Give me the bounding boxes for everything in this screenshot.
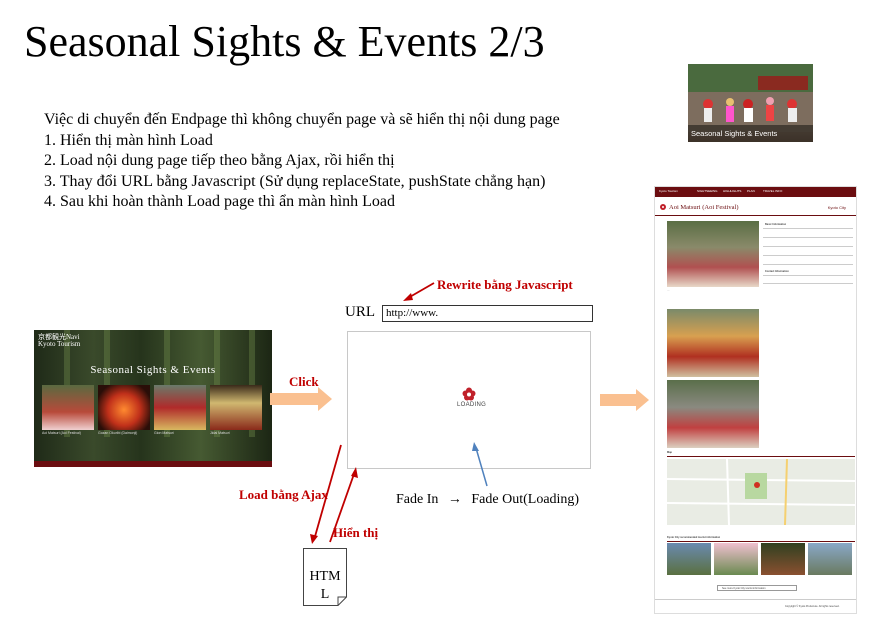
kyoto-hero-screenshot[interactable]: 京都観光Navi Kyoto Tourism Seasonal Sights &… <box>34 330 272 467</box>
loading-screen: LOADING <box>347 331 591 469</box>
hero-card-image[interactable] <box>154 385 206 430</box>
recommended-card[interactable] <box>714 543 758 575</box>
endpage-map[interactable] <box>666 458 856 526</box>
endpage-copyright: Copyright © Kyoto Prefecture. All rights… <box>785 605 840 608</box>
ajax-arrows <box>310 444 358 544</box>
flower-logo-icon <box>660 204 666 210</box>
click-label: Click <box>289 374 319 389</box>
endpage-title: Aoi Matsuri (Aoi Festival) <box>669 204 739 211</box>
orange-arrow-right <box>600 389 649 411</box>
html-document: HTM L <box>303 548 347 606</box>
description-line: Việc di chuyển đến Endpage thì không chu… <box>44 111 560 128</box>
document-icon <box>303 548 347 606</box>
description-line: 1. Hiển thị màn hình Load <box>44 131 213 149</box>
recommended-card[interactable] <box>667 543 711 575</box>
map-heading: Map <box>667 451 672 454</box>
info-heading: Basic Information <box>765 223 787 226</box>
recommended-heading: Kyoto City recommended tourist informati… <box>667 536 721 539</box>
endpage-photo <box>667 380 759 448</box>
page-title: Seasonal Sights & Events 2/3 <box>24 17 545 66</box>
thumbnail-caption: Seasonal Sights & Events <box>688 125 813 142</box>
rewrite-label: Rewrite bằng Javascript <box>437 277 573 292</box>
endpage-city: Kyoto City <box>827 205 846 210</box>
hero-logo: 京都観光Navi Kyoto Tourism <box>38 333 81 348</box>
fade-arrow <box>472 442 488 487</box>
endpage-photo <box>667 221 759 287</box>
hero-card-image[interactable] <box>210 385 262 430</box>
load-ajax-label: Load bằng Ajax <box>239 487 328 502</box>
hero-card-image[interactable] <box>98 385 150 430</box>
recommended-card[interactable] <box>808 543 852 575</box>
url-field[interactable]: http://www. <box>382 305 593 322</box>
description-line: 4. Sau khi hoàn thành Load page thì ẩn m… <box>44 193 396 210</box>
recommended-card[interactable] <box>761 543 805 575</box>
seasonal-thumbnail: Seasonal Sights & Events <box>688 64 813 142</box>
hero-card-caption: Gozan Okuribi (Daimonji) <box>98 431 138 435</box>
rewrite-arrow <box>403 282 435 301</box>
fade-description: Fade In → Fade Out(Loading) <box>396 492 580 507</box>
hero-footer-bar <box>34 461 272 467</box>
orange-arrow-right <box>270 387 332 411</box>
description-line: 2. Load nội dung page tiếp theo bằng Aja… <box>44 152 395 169</box>
hero-title: Seasonal Sights & Events <box>90 364 216 376</box>
hero-card-caption: Aoi Matsuri (Aoi Festival) <box>42 431 81 435</box>
festival-photo <box>688 64 813 132</box>
loading-text: LOADING <box>457 402 487 408</box>
url-label: URL <box>345 304 375 320</box>
flower-logo-icon <box>462 387 476 401</box>
hero-card-caption: Jidai Matsuri <box>210 431 230 435</box>
description-block: Việc di chuyển đến Endpage thì không chu… <box>44 110 560 213</box>
description-line: 3. Thay đổi URL bằng Javascript (Sử dụng… <box>44 172 546 190</box>
endpage-screenshot: Kyoto Tourism SIGHTSEEING HIGHLIGHTS PLA… <box>654 186 857 614</box>
map-graphic <box>666 458 856 526</box>
endpage-photo <box>667 309 759 377</box>
hero-card-image[interactable] <box>42 385 94 430</box>
endpage-header: Kyoto Tourism SIGHTSEEING HIGHLIGHTS PLA… <box>655 187 856 197</box>
more-button[interactable]: See more Kyoto City tourist information <box>717 585 797 591</box>
display-label: Hiển thị <box>333 525 379 540</box>
hero-card-caption: Gion Matsuri <box>154 431 174 435</box>
contact-heading: Contact Information <box>765 270 789 273</box>
